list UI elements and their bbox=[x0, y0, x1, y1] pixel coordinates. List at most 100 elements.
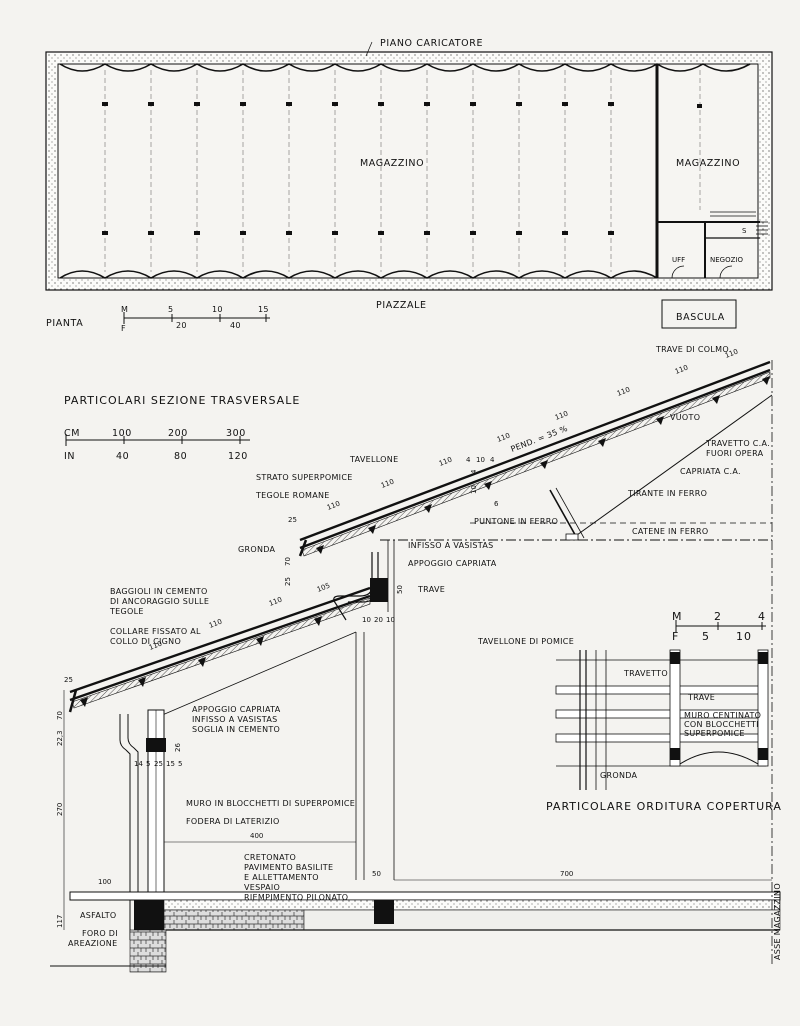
dim-pitch-b: 10 bbox=[476, 456, 485, 464]
floor-plan: PIANO CARICATORE MAGAZZINO MAGAZZINO UFF… bbox=[45, 38, 773, 329]
section-scale-tick: 40 bbox=[116, 451, 129, 462]
dim-w400: 400 bbox=[250, 832, 263, 840]
plan-inner-wall bbox=[57, 63, 759, 279]
detail-pumice-slab-label: TAVELLONE DI POMICE bbox=[477, 637, 574, 646]
section-drawing: TRAVE DI COLMO VUOTO TRAVETTO C.A. FUORI… bbox=[50, 345, 782, 973]
dim-row: 5 bbox=[146, 760, 150, 768]
label-floor-5: RIEMPIMENTO PILONATO bbox=[244, 893, 348, 902]
dim-h117: 117 bbox=[56, 915, 64, 928]
plan-scale-tick: 20 bbox=[176, 321, 187, 330]
label-truss-support: APPOGGIO CAPRIATA bbox=[408, 559, 497, 568]
weighbridge-box bbox=[661, 299, 737, 329]
dim-h26: 26 bbox=[174, 743, 182, 752]
detail-arch-label-2: CON BLOCCHETTI bbox=[684, 720, 759, 729]
lower-roof bbox=[68, 586, 371, 713]
foundation-block bbox=[134, 900, 164, 930]
label-anchors: BAGGIOLI IN CEMENTO bbox=[110, 587, 208, 596]
dim-rafter: 110 bbox=[674, 364, 689, 376]
section-scale-tick: 120 bbox=[228, 451, 248, 462]
section-scale-tick: 100 bbox=[112, 428, 132, 439]
dim-w100: 100 bbox=[98, 878, 111, 886]
dim-wall-end: 10 bbox=[386, 616, 395, 624]
dim-h70b: 70 bbox=[56, 711, 64, 720]
label-anchors-2: DI ANCORAGGIO SULLE bbox=[110, 597, 209, 606]
dim-wall-top: 10 bbox=[362, 616, 371, 624]
upper-roof bbox=[298, 360, 771, 557]
plan-scale-tick: 5 bbox=[168, 305, 173, 314]
plan-scale-tick: 15 bbox=[258, 305, 269, 314]
upper-roof-joists bbox=[316, 376, 770, 554]
dim-rafter-low: 105 bbox=[316, 582, 331, 594]
label-tiles: TEGOLE ROMANE bbox=[255, 491, 330, 500]
label-asphalt: ASFALTO bbox=[80, 911, 117, 920]
label-axis: ASSE MAGAZZINO bbox=[773, 883, 782, 960]
plan-side-room-label: MAGAZZINO bbox=[676, 158, 740, 169]
dim-rafter: 110 bbox=[554, 410, 569, 422]
label-ridge-beam: TRAVE DI COLMO bbox=[655, 345, 729, 354]
label-vent: FORO DI bbox=[82, 929, 118, 938]
floor-layers bbox=[50, 891, 781, 973]
plan-stair-label: S bbox=[742, 227, 747, 235]
label-pumice-layer: STRATO SUPERPOMICE bbox=[256, 473, 353, 482]
label-floor-2: PAVIMENTO BASILITE bbox=[244, 863, 333, 872]
detail-arch-label-3: SUPERPOMICE bbox=[684, 729, 745, 738]
label-vent-2: AREAZIONE bbox=[68, 939, 117, 948]
label-void: VUOTO bbox=[670, 413, 700, 422]
plan-scale-tick: 40 bbox=[230, 321, 241, 330]
truss bbox=[380, 394, 773, 541]
detail-scale-tick: 10 bbox=[736, 630, 752, 643]
dim-row: 15 bbox=[166, 760, 175, 768]
label-truss: CAPRIATA C.A. bbox=[680, 467, 741, 476]
dim-h270: 270 bbox=[56, 803, 64, 816]
dim-w700: 700 bbox=[560, 870, 573, 878]
dim-pitch-a: 4 bbox=[466, 456, 471, 464]
dim-h50: 50 bbox=[396, 585, 404, 594]
detail-scale-bottom-unit: F bbox=[672, 630, 679, 643]
label-gutter: GRONDA bbox=[238, 545, 276, 554]
label-joist: TRAVETTO C.A. bbox=[705, 439, 770, 448]
label-lining: FODERA DI LATERIZIO bbox=[186, 817, 280, 826]
weighbridge-label: BASCULA bbox=[676, 312, 725, 323]
dim-row: 14 bbox=[134, 760, 143, 768]
detail-title: PARTICOLARE ORDITURA COPERTURA bbox=[546, 800, 782, 813]
plan-main-room-label: MAGAZZINO bbox=[360, 158, 424, 169]
label-hopper-window: INFISSO A VASISTAS bbox=[408, 541, 493, 550]
label-window-low: INFISSO A VASISTAS bbox=[192, 715, 277, 724]
dim-rafter: 110 bbox=[438, 456, 453, 468]
plan-office-label: UFF bbox=[672, 256, 685, 264]
label-floor-1: CRETONATO bbox=[244, 853, 296, 862]
detail-joist-label: TRAVETTO bbox=[623, 669, 668, 678]
dim-eave-top: 25 bbox=[288, 516, 297, 524]
label-collar-2: COLLO DI CIGNO bbox=[110, 637, 181, 646]
dim-rafter-low: 110 bbox=[208, 618, 223, 630]
section-scale-tick: 300 bbox=[226, 428, 246, 439]
plan-door-arcs bbox=[671, 265, 733, 279]
detail-scale-tick: 2 bbox=[714, 610, 722, 623]
section-scale-bottom-unit: IN bbox=[64, 451, 75, 462]
dim-row: 25 bbox=[154, 760, 163, 768]
section-scale-top-unit: CM bbox=[64, 428, 80, 439]
dim-h70: 70 bbox=[284, 557, 292, 566]
label-strut: PUNTONE IN FERRO bbox=[474, 517, 558, 526]
dim-h223: 22,3 bbox=[56, 730, 64, 746]
dim-rafter-low: 110 bbox=[268, 596, 283, 608]
label-wall: MURO IN BLOCCHETTI DI SUPERPOMICE bbox=[186, 799, 355, 808]
dim-w50: 50 bbox=[372, 870, 381, 878]
lower-roof-joists bbox=[80, 616, 322, 707]
detail-scale-tick: 5 bbox=[702, 630, 710, 643]
plan-scale-top-unit: M bbox=[121, 305, 128, 314]
label-sill: SOGLIA IN CEMENTO bbox=[192, 725, 280, 734]
plan-top-label: PIANO CARICATORE bbox=[380, 38, 483, 49]
dim-rafter: 110 bbox=[380, 478, 395, 490]
plan-stair bbox=[710, 211, 768, 235]
plan-scale-bottom-unit: F bbox=[121, 324, 126, 333]
detail-framing bbox=[555, 649, 769, 790]
column-footing bbox=[374, 900, 394, 924]
plan-scale-caption: PIANTA bbox=[46, 318, 83, 329]
dim-h25: 25 bbox=[284, 577, 292, 586]
detail-gutter-label: GRONDA bbox=[600, 771, 638, 780]
detail-scale-tick: 4 bbox=[758, 610, 766, 623]
plan-bottom-label: PIAZZALE bbox=[376, 300, 427, 311]
dim-pitch-c: 4 bbox=[490, 456, 495, 464]
